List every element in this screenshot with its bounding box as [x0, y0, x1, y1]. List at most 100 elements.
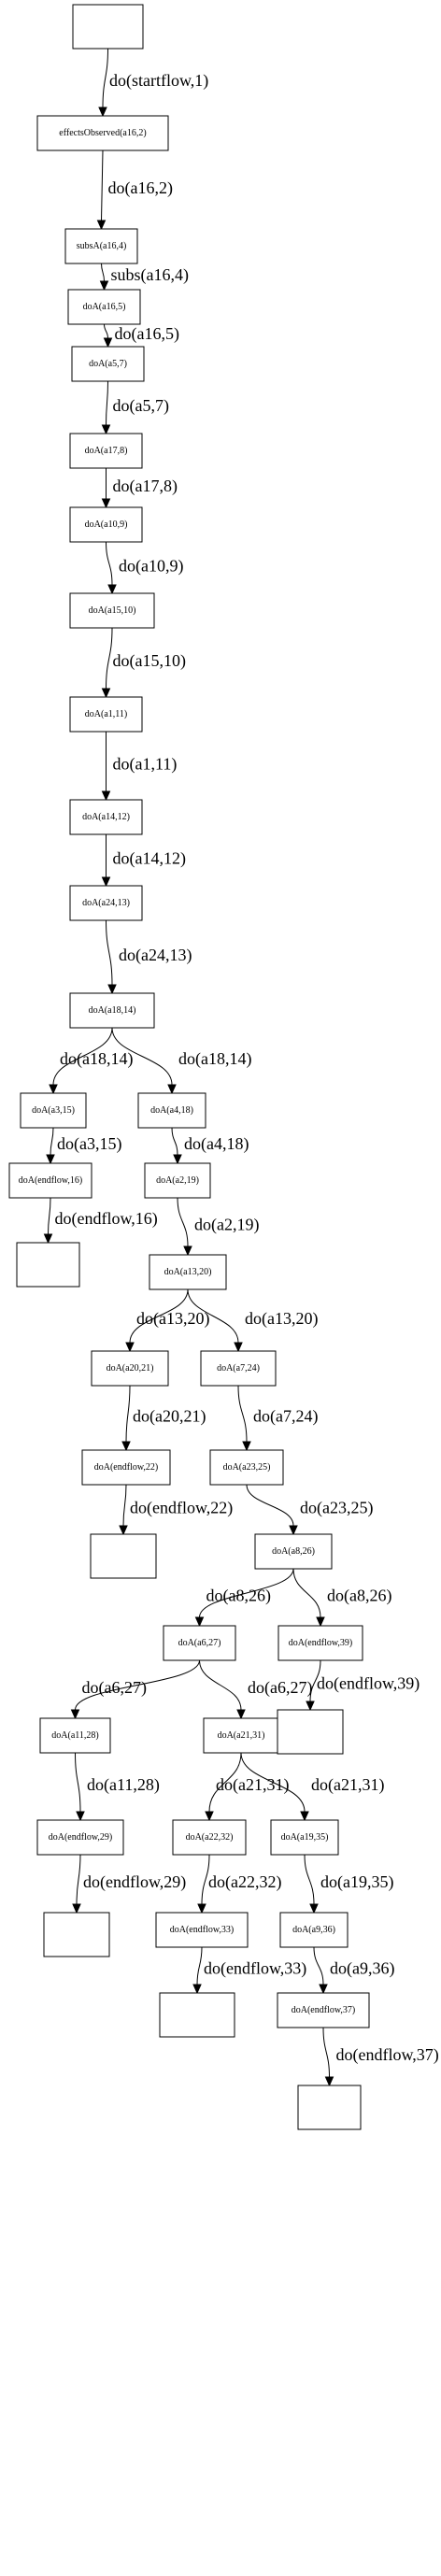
transition-edge: do(a20,21) [121, 1385, 206, 1452]
edges-layer: do(startflow,1) do(a16,2) subs(a16,4) do(a1… [43, 48, 439, 2087]
edge-line [104, 323, 108, 339]
edge-label: do(a17,8) [113, 477, 178, 496]
edge-label: do(a8,26) [327, 1587, 391, 1606]
node-box [69, 592, 155, 629]
state-node: doA(a17,8) [69, 433, 143, 469]
node-box [69, 992, 155, 1029]
transition-edge: do(endflow,29) [72, 1854, 186, 1914]
node-label: doA(a13,20) [164, 1267, 212, 1277]
state-node: doA(endflow,16) [8, 1162, 92, 1199]
node-box [297, 2085, 362, 2130]
node-box [64, 228, 138, 264]
transition-edge: do(a3,15) [46, 1127, 121, 1165]
edge-arrowhead [173, 1154, 182, 1165]
node-box [159, 1992, 235, 2038]
transition-edge: do(a16,2) [96, 149, 173, 231]
node-label: doA(a18,14) [89, 1005, 136, 1016]
node-box [71, 346, 145, 382]
transition-edge: do(endflow,22) [119, 1484, 233, 1536]
nodes-layer: effectsObserved(a16,2) subsA(a16,4) doA(a1… [8, 4, 370, 2130]
node-box [155, 1912, 249, 1948]
node-box [277, 1992, 370, 2028]
edge-label: do(a21,31) [216, 1775, 289, 1795]
edge-arrowhead [300, 1811, 309, 1822]
node-box [69, 506, 143, 543]
node-label: subsA(a16,4) [77, 241, 127, 251]
transition-edge: do(a2,19) [177, 1197, 259, 1257]
transition-edge: do(a23,25) [246, 1484, 373, 1536]
node-label: doA(a3,15) [32, 1105, 75, 1116]
node-box [144, 1162, 211, 1199]
edge-arrowhead [236, 1709, 246, 1720]
state-node: doA(endflow,37) [277, 1992, 370, 2028]
node-box [91, 1350, 169, 1387]
edge-label: do(a13,20) [245, 1309, 318, 1329]
empty-state-node [16, 1242, 80, 1288]
transition-edge: do(a21,31) [205, 1752, 289, 1822]
edge-label: do(a24,13) [119, 946, 192, 965]
edge-label: do(a20,21) [133, 1407, 206, 1427]
node-box [163, 1625, 236, 1661]
node-label: effectsObserved(a16,2) [59, 128, 146, 138]
transition-edge: do(a19,35) [304, 1854, 393, 1914]
node-label: doA(a19,35) [281, 1832, 329, 1843]
transition-edge: do(a7,24) [237, 1385, 318, 1452]
state-node: effectsObserved(a16,2) [36, 115, 169, 151]
edge-arrowhead [167, 1084, 177, 1095]
edge-arrowhead [43, 1233, 53, 1245]
state-node: doA(a19,35) [270, 1819, 339, 1856]
state-node: doA(a8,26) [254, 1533, 333, 1570]
node-label: doA(endflow,22) [94, 1462, 159, 1473]
transition-edge: do(a8,26) [194, 1568, 294, 1628]
empty-state-node [90, 1533, 157, 1579]
node-box [69, 799, 143, 835]
transition-edge: do(a6,27) [199, 1659, 312, 1720]
edge-line [322, 2027, 330, 2078]
node-box [209, 1449, 284, 1486]
edge-label: do(a14,12) [113, 849, 186, 869]
node-box [67, 289, 141, 325]
edge-line [246, 1484, 294, 1527]
edge-label: do(a2,19) [194, 1216, 259, 1235]
node-label: doA(a22,32) [186, 1832, 234, 1843]
node-label: doA(a23,25) [223, 1462, 271, 1473]
edge-arrowhead [205, 1811, 214, 1822]
transition-edge: do(a13,20) [187, 1288, 318, 1353]
node-label: doA(endflow,16) [19, 1175, 83, 1186]
edge-label: do(a18,14) [60, 1049, 133, 1069]
transition-edge: subs(a16,4) [99, 263, 190, 292]
node-label: doA(endflow,29) [49, 1832, 113, 1843]
edge-arrowhead [234, 1342, 243, 1353]
edge-line [237, 1385, 248, 1443]
edge-arrowhead [119, 1525, 128, 1536]
edge-arrowhead [101, 424, 111, 435]
edge-label: do(a6,27) [248, 1678, 312, 1698]
node-box [270, 1819, 339, 1856]
edge-label: subs(a16,4) [111, 265, 190, 285]
edge-line [75, 1659, 200, 1711]
empty-state-node [159, 1992, 235, 2038]
edge-label: do(a1,11) [113, 755, 178, 775]
node-label: doA(a2,19) [156, 1175, 199, 1186]
edge-line [101, 149, 104, 221]
node-label: doA(a9,36) [292, 1925, 335, 1935]
node-label: doA(a1,11) [85, 709, 127, 719]
edge-label: do(startflow,1) [109, 71, 208, 91]
node-box [277, 1625, 363, 1661]
state-node: doA(a4,18) [137, 1092, 206, 1129]
state-node: doA(a1,11) [69, 696, 143, 733]
node-box [69, 885, 143, 921]
state-node: doA(a9,36) [279, 1912, 349, 1948]
edge-line [48, 1197, 51, 1235]
state-node: doA(a7,24) [200, 1350, 277, 1387]
empty-state-node [72, 4, 144, 50]
edge-arrowhead [99, 280, 109, 292]
state-node: doA(a2,19) [144, 1162, 211, 1199]
transition-edge: do(a18,14) [111, 1027, 251, 1095]
edge-line [309, 1659, 321, 1702]
edge-arrowhead [197, 1903, 206, 1914]
transition-edge: do(a13,20) [125, 1288, 209, 1353]
transition-edge: do(a21,31) [240, 1752, 384, 1822]
transition-edge: do(a11,28) [75, 1752, 160, 1822]
state-node: doA(a10,9) [69, 506, 143, 543]
